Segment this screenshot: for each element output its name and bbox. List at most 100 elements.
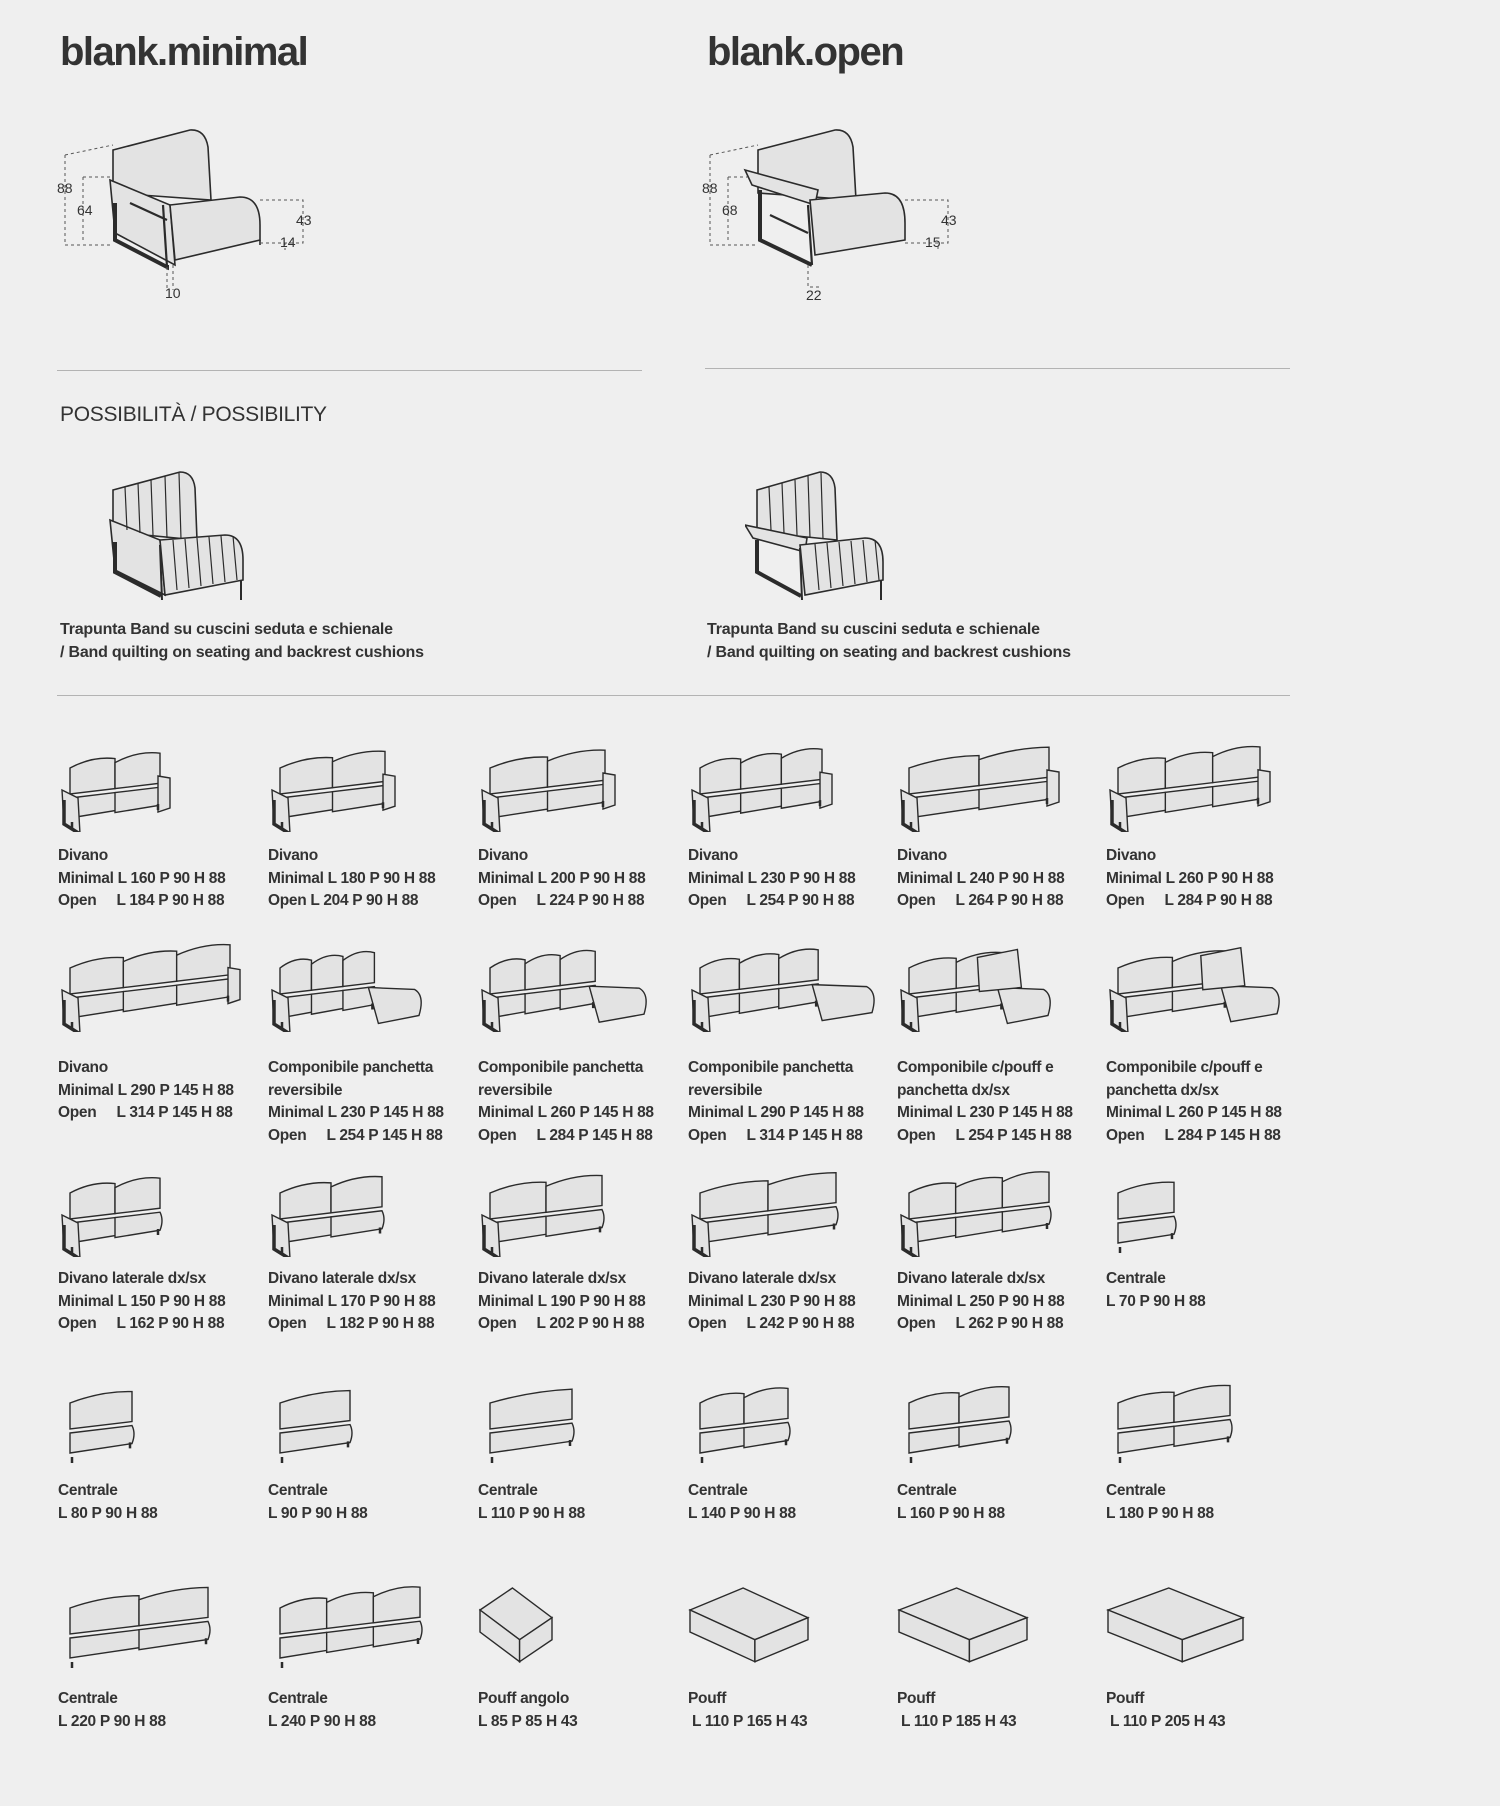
possibility-caption-left: Trapunta Band su cuscini seduta e schien…: [60, 618, 424, 664]
label-line: Minimal L 260 P 90 H 88: [1106, 869, 1274, 887]
label-line: Pouff angolo: [478, 1690, 570, 1707]
label-line: Minimal L 180 P 90 H 88: [268, 869, 436, 887]
label-line: Minimal L 170 P 90 H 88: [268, 1292, 436, 1310]
label-line: Open L 284 P 145 H 88: [1106, 1126, 1281, 1144]
dim-88: 88: [702, 180, 718, 196]
label-line: Divano laterale dx/sx: [268, 1270, 416, 1287]
label-line: L 110 P 165 H 43: [688, 1712, 808, 1730]
label-line: Open L 242 P 90 H 88: [688, 1315, 855, 1332]
sofa-diagram: [688, 1580, 926, 1672]
label-line: Minimal L 290 P 145 H 88: [58, 1081, 234, 1099]
label-line: L 110 P 185 H 43: [897, 1712, 1017, 1730]
catalog-item-label: Pouff L 110 P 205 H 43: [1106, 1688, 1226, 1733]
divider-catalog: [57, 695, 1290, 696]
caption-line: Trapunta Band su cuscini seduta e schien…: [707, 621, 1040, 638]
catalog-item-label: Pouff L 110 P 185 H 43: [897, 1688, 1017, 1733]
label-line: reversibile: [478, 1081, 553, 1099]
possibility-caption-right: Trapunta Band su cuscini seduta e schien…: [707, 618, 1071, 664]
catalog-item: Pouff L 110 P 185 H 43: [897, 1580, 1135, 1730]
label-line: Pouff: [1106, 1690, 1145, 1707]
sofa-diagram: [897, 1375, 1135, 1467]
sofa-diagram: [58, 1375, 296, 1467]
sofa-diagram: [1106, 1375, 1344, 1467]
dim-64: 64: [77, 202, 93, 218]
label-line: Divano: [478, 847, 528, 864]
label-line: Componibile c/pouff e: [1106, 1059, 1263, 1076]
label-line: Open L 284 P 145 H 88: [478, 1126, 653, 1144]
label-line: Pouff: [897, 1690, 936, 1707]
title-minimal: blank.minimal: [60, 30, 309, 74]
sofa-diagram: [478, 940, 716, 1032]
label-line: Minimal L 200 P 90 H 88: [478, 869, 646, 887]
sofa-diagram: [897, 740, 1135, 832]
sofa-diagram: [897, 1580, 1135, 1672]
label-line: Open L 224 P 90 H 88: [478, 892, 645, 909]
catalog-item-label: Centrale L 160 P 90 H 88: [897, 1480, 1005, 1525]
label-line: Open L 182 P 90 H 88: [268, 1315, 435, 1332]
label-line: Open L 254 P 145 H 88: [268, 1126, 443, 1144]
dim-88: 88: [57, 180, 73, 196]
dim-15: 15: [925, 234, 941, 250]
sofa-diagram: [1106, 940, 1344, 1032]
label-line: Centrale: [478, 1482, 538, 1499]
label-line: Divano laterale dx/sx: [478, 1270, 626, 1287]
label-line: Divano: [268, 847, 318, 864]
label-line: panchetta dx/sx: [1106, 1081, 1219, 1099]
sofa-diagram: [268, 940, 506, 1032]
label-line: L 160 P 90 H 88: [897, 1504, 1005, 1522]
label-line: Minimal L 190 P 90 H 88: [478, 1292, 646, 1310]
label-line: Componibile panchetta: [688, 1059, 854, 1076]
label-line: Componibile panchetta: [478, 1059, 644, 1076]
label-line: Minimal L 290 P 145 H 88: [688, 1104, 864, 1121]
label-line: Divano: [58, 1059, 108, 1076]
label-line: Centrale: [268, 1482, 328, 1499]
sofa-diagram: [688, 1375, 926, 1467]
label-line: panchetta dx/sx: [897, 1081, 1010, 1099]
label-line: L 70 P 90 H 88: [1106, 1292, 1206, 1310]
label-line: Open L 314 P 145 H 88: [58, 1104, 233, 1121]
sofa-diagram: [58, 740, 296, 832]
quilted-open-diagram: [745, 471, 884, 601]
label-line: Open L 254 P 145 H 88: [897, 1126, 1072, 1144]
label-line: Centrale: [897, 1482, 957, 1499]
label-line: Minimal L 260 P 145 H 88: [1106, 1104, 1282, 1121]
label-line: Minimal L 160 P 90 H 88: [58, 869, 226, 887]
sofa-diagram: [688, 1165, 926, 1257]
sofa-diagram: [688, 740, 926, 832]
divider-right: [705, 368, 1290, 369]
sofa-diagram: [478, 1580, 716, 1672]
dim-43: 43: [296, 212, 312, 228]
label-line: Minimal L 230 P 145 H 88: [897, 1104, 1073, 1121]
label-line: Divano laterale dx/sx: [58, 1270, 206, 1287]
label-line: Minimal L 150 P 90 H 88: [58, 1292, 226, 1310]
label-line: Open L 264 P 90 H 88: [897, 892, 1064, 909]
sofa-diagram: [897, 940, 1135, 1032]
dim-43: 43: [941, 212, 957, 228]
title-open: blank.open: [707, 30, 905, 74]
